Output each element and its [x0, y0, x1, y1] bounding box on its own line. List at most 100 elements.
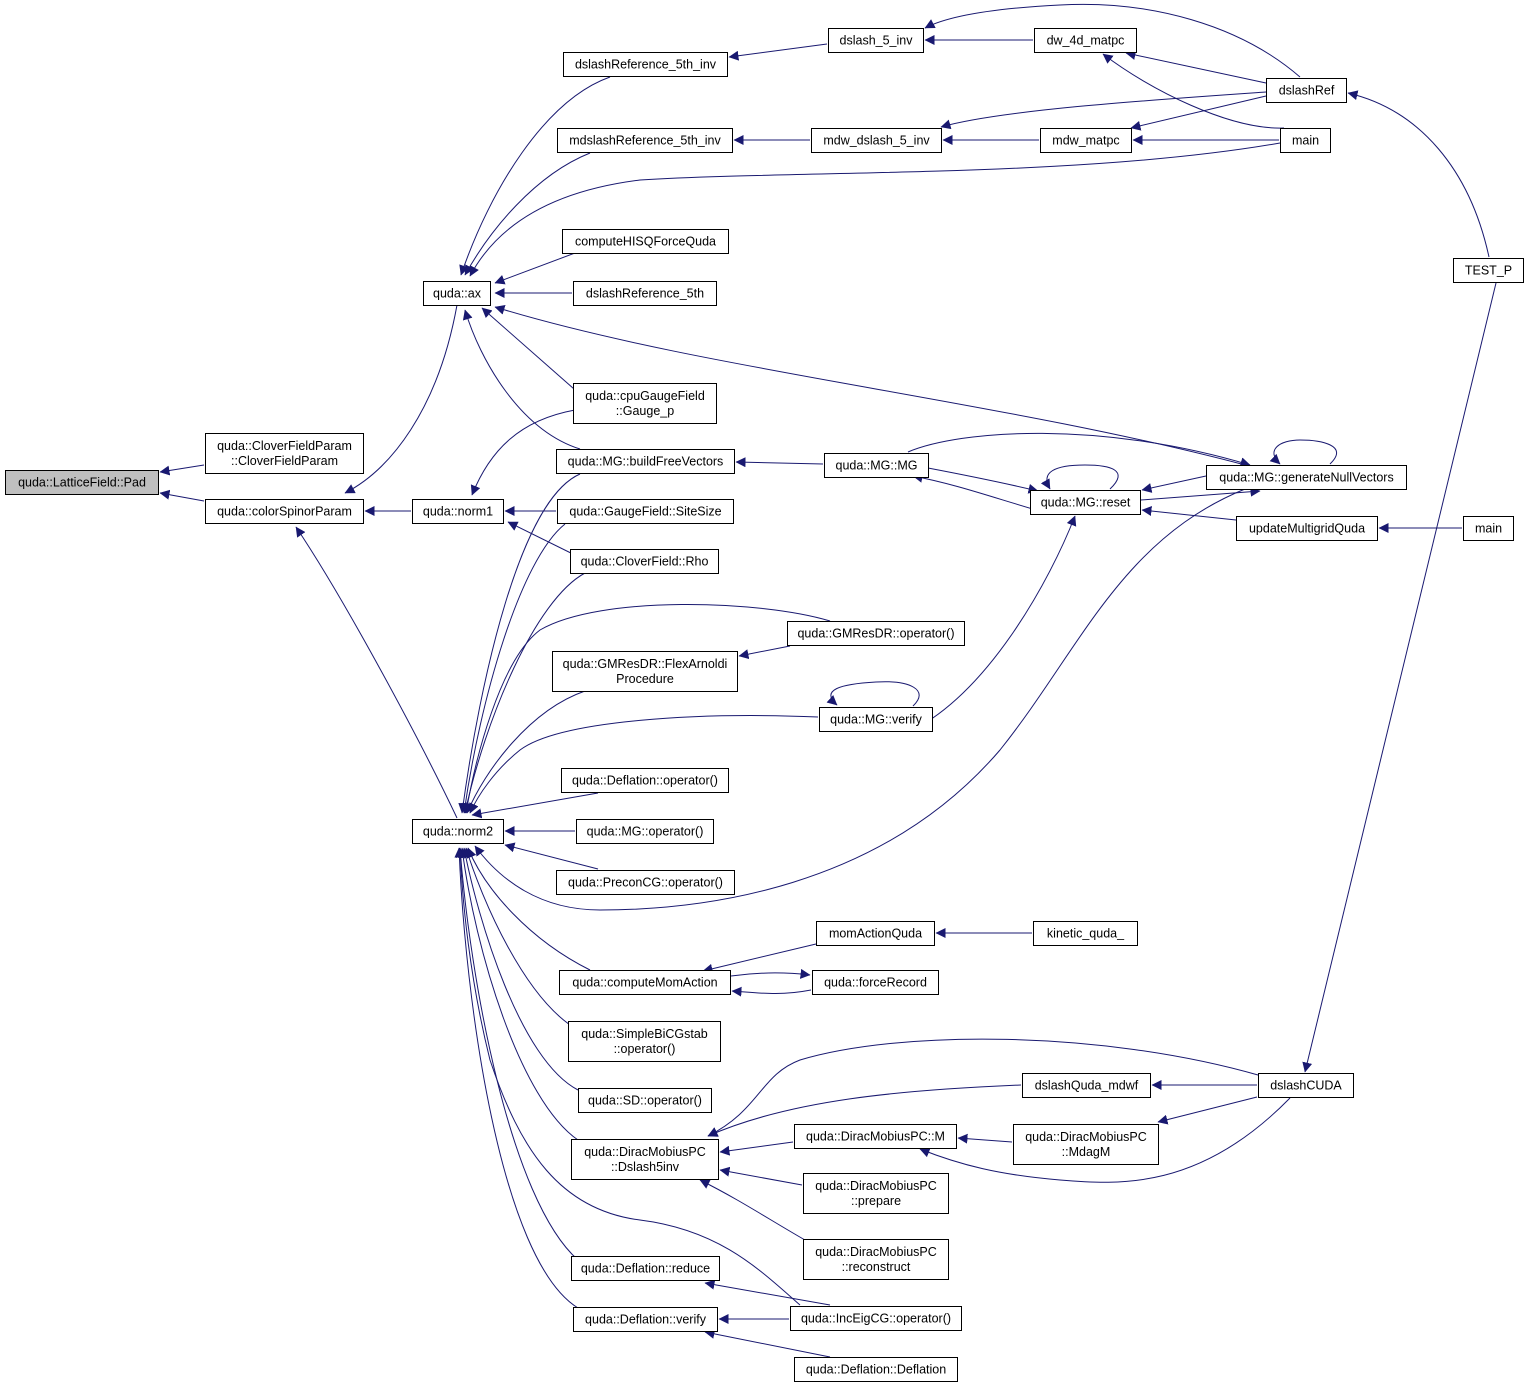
node-dslash5inv[interactable]: quda::DiracMobiusPC::Dslash5inv: [571, 1139, 719, 1180]
node-dslash_ref_5th[interactable]: dslashReference_5th: [573, 281, 717, 306]
node-deflation_verify[interactable]: quda::Deflation::verify: [573, 1307, 718, 1332]
edge-mobius_prepare-to-dslash5inv: [719, 1166, 803, 1186]
edge-test_p-to-dslash_cuda: [1302, 282, 1497, 1073]
node-site_size[interactable]: quda::GaugeField::SiteSize: [557, 499, 734, 524]
node-label: quda::MG::generateNullVectors: [1219, 471, 1393, 485]
node-compute_mom_action[interactable]: quda::computeMomAction: [559, 970, 731, 995]
edge-mg_reset-to-mg_reset: [1040, 464, 1119, 490]
edge-main1-to-ax: [469, 142, 1281, 277]
node-dslash_quda_mdwf[interactable]: dslashQuda_mdwf: [1022, 1073, 1151, 1098]
node-gmresdr_op[interactable]: quda::GMResDR::operator(): [787, 621, 965, 646]
node-box: [819, 707, 933, 732]
node-color_spinor_param[interactable]: quda::colorSpinorParam: [205, 499, 364, 524]
node-label: computeHISQForceQuda: [575, 235, 716, 249]
edge-update_mg_quda-to-mg_reset: [1141, 506, 1237, 521]
node-norm1[interactable]: quda::norm1: [412, 499, 504, 524]
node-label: quda::IncEigCG::operator(): [801, 1312, 951, 1326]
node-norm2[interactable]: quda::norm2: [412, 819, 504, 844]
edge-sd_op-to-norm2: [460, 847, 579, 1091]
node-precon_cg_op[interactable]: quda::PreconCG::operator(): [556, 870, 735, 895]
edge-gmresdr_op-to-flex_arnoldi: [738, 645, 791, 660]
node-mobius_reconstruct[interactable]: quda::DiracMobiusPC::reconstruct: [803, 1239, 949, 1280]
node-mg_verify[interactable]: quda::MG::verify: [819, 707, 933, 732]
node-update_mg_quda[interactable]: updateMultigridQuda: [1236, 516, 1378, 541]
node-deflation_ctor[interactable]: quda::Deflation::Deflation: [794, 1357, 958, 1382]
node-mg_reset[interactable]: quda::MG::reset: [1030, 490, 1141, 515]
node-force_record[interactable]: quda::forceRecord: [812, 970, 939, 995]
node-mg_mg[interactable]: quda::MG::MG: [824, 453, 929, 478]
node-main1[interactable]: main: [1280, 128, 1331, 153]
edge-clover_rho-to-norm2: [462, 572, 586, 814]
node-test_p[interactable]: TEST_P: [1453, 258, 1524, 283]
node-box: [787, 621, 965, 646]
node-box: [1030, 490, 1141, 515]
node-label: quda::CloverFieldParam: [217, 439, 352, 453]
node-label: dslashReference_5th_inv: [575, 58, 717, 72]
edge-dslash_ref-to-mdw_dslash_5_inv: [940, 91, 1267, 130]
node-simple_bicgstab[interactable]: quda::SimpleBiCGstab::operator(): [568, 1021, 721, 1062]
node-compute_hisq[interactable]: computeHISQForceQuda: [562, 229, 729, 254]
node-box: [556, 870, 735, 895]
node-deflation_op[interactable]: quda::Deflation::operator(): [561, 768, 729, 793]
node-mobius_m[interactable]: quda::DiracMobiusPC::M: [794, 1124, 957, 1149]
node-ax[interactable]: quda::ax: [423, 281, 491, 306]
node-clover_rho[interactable]: quda::CloverField::Rho: [570, 549, 719, 574]
node-label: momActionQuda: [829, 927, 922, 941]
edge-layer: [159, 3, 1497, 1358]
node-box: [1280, 128, 1331, 153]
node-label: quda::PreconCG::operator(): [568, 876, 723, 890]
node-mg_gen_null[interactable]: quda::MG::generateNullVectors: [1206, 465, 1407, 490]
node-mobius_prepare[interactable]: quda::DiracMobiusPC::prepare: [803, 1173, 949, 1214]
edge-compute_hisq-to-ax: [494, 252, 576, 285]
node-mdw_dslash_5_inv[interactable]: mdw_dslash_5_inv: [811, 128, 942, 153]
node-dslash_ref[interactable]: dslashRef: [1266, 78, 1347, 103]
edge-mg_gen_null-to-norm2: [474, 488, 1246, 911]
node-mg_op[interactable]: quda::MG::operator(): [576, 819, 714, 844]
node-label: mdslashReference_5th_inv: [569, 134, 721, 148]
node-label: ::Gauge_p: [616, 404, 674, 418]
edge-gmresdr_op-to-norm2: [462, 604, 831, 814]
node-label: quda::DiracMobiusPC: [584, 1145, 706, 1159]
node-box: [556, 449, 735, 474]
node-dslash_cuda[interactable]: dslashCUDA: [1258, 1073, 1354, 1098]
node-cpu_gauge_p[interactable]: quda::cpuGaugeField::Gauge_p: [573, 383, 717, 424]
node-box: [1463, 516, 1514, 541]
edge-deflation_ctor-to-deflation_verify: [704, 1328, 831, 1358]
node-mdw_matpc[interactable]: mdw_matpc: [1040, 128, 1132, 153]
node-dslash_5_inv[interactable]: dslash_5_inv: [828, 28, 924, 53]
node-sd_op[interactable]: quda::SD::operator(): [578, 1088, 712, 1113]
node-dw_4d_matpc[interactable]: dw_4d_matpc: [1034, 28, 1137, 53]
node-box: [559, 970, 731, 995]
node-box: [557, 128, 733, 153]
edge-dslash_cuda-to-mobius_m: [919, 1097, 1291, 1183]
node-pad[interactable]: quda::LatticeField::Pad: [5, 470, 159, 495]
node-dslash_ref_5th_inv[interactable]: dslashReference_5th_inv: [563, 52, 728, 77]
node-label: updateMultigridQuda: [1249, 522, 1365, 536]
node-box: [1013, 1124, 1159, 1165]
edge-mobius_reconstruct-to-dslash5inv: [699, 1179, 806, 1241]
node-box: [1206, 465, 1407, 490]
node-main2[interactable]: main: [1463, 516, 1514, 541]
node-label: quda::cpuGaugeField: [585, 389, 705, 403]
node-build_free_vectors[interactable]: quda::MG::buildFreeVectors: [556, 449, 735, 474]
node-label: quda::DiracMobiusPC: [815, 1245, 937, 1259]
node-box: [1040, 128, 1132, 153]
node-deflation_reduce[interactable]: quda::Deflation::reduce: [571, 1256, 720, 1281]
node-kinetic_quda[interactable]: kinetic_quda_: [1033, 921, 1138, 946]
node-mobius_mdagm[interactable]: quda::DiracMobiusPC::MdagM: [1013, 1124, 1159, 1165]
node-clover_param[interactable]: quda::CloverFieldParam::CloverFieldParam: [205, 433, 364, 474]
edge-ax-to-color_spinor_param: [344, 304, 458, 494]
node-box: [824, 453, 929, 478]
node-label: quda::CloverField::Rho: [581, 555, 709, 569]
node-inc_eig_cg[interactable]: quda::IncEigCG::operator(): [790, 1306, 962, 1331]
edge-deflation_verify-to-norm2: [454, 847, 579, 1309]
node-label: ::MdagM: [1062, 1145, 1111, 1159]
edge-mg_mg-to-mg_gen_null: [907, 432, 1251, 468]
node-box: [803, 1173, 949, 1214]
node-label: quda::DiracMobiusPC: [815, 1179, 937, 1193]
node-mdslash_ref_5th_inv[interactable]: mdslashReference_5th_inv: [557, 128, 733, 153]
edge-mg_mg-to-build_free_vectors: [735, 457, 824, 468]
node-mom_action_quda[interactable]: momActionQuda: [816, 921, 935, 946]
node-box: [828, 28, 924, 53]
